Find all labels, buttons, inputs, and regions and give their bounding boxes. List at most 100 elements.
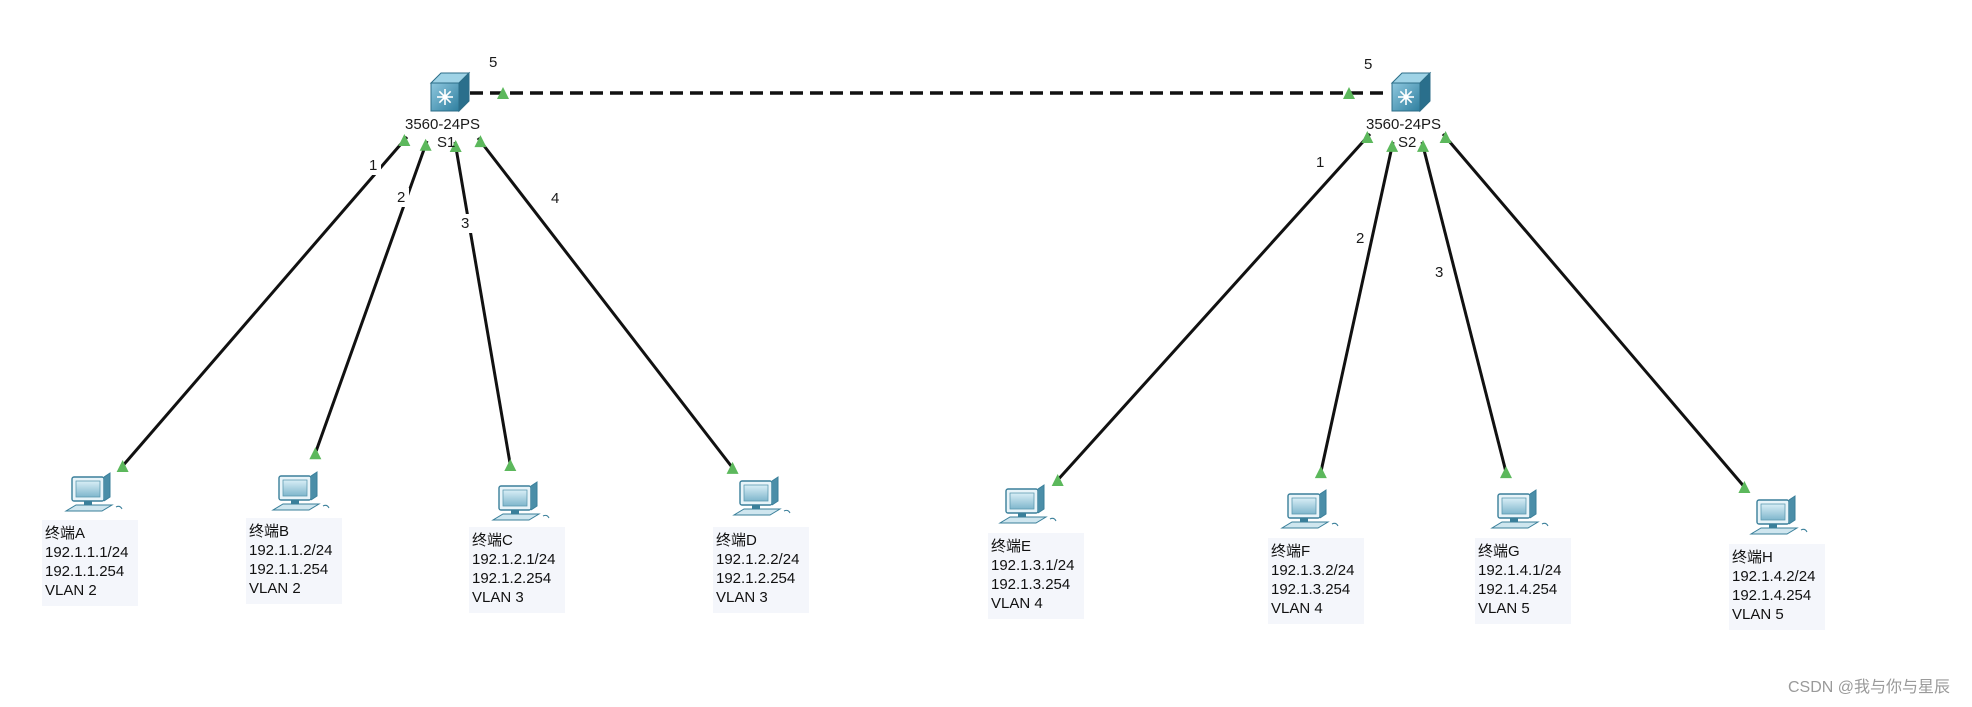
port-number-bg xyxy=(393,188,409,207)
terminal-gateway: 192.1.4.254 xyxy=(1478,581,1557,598)
terminal-h[interactable] xyxy=(1749,495,1808,535)
pc-icon xyxy=(491,481,550,521)
terminal-gateway: 192.1.4.254 xyxy=(1732,587,1811,604)
link-status-indicator xyxy=(726,461,739,474)
terminal-gateway: 192.1.2.254 xyxy=(716,570,795,587)
access-link xyxy=(1318,141,1395,477)
link-status-indicator xyxy=(419,138,432,151)
terminal-name: 终端D xyxy=(716,532,757,549)
terminal-ip: 192.1.2.1/24 xyxy=(472,551,555,568)
terminal-vlan: VLAN 2 xyxy=(249,580,301,597)
link-status-indicator xyxy=(1051,474,1064,487)
link-status-indicator xyxy=(1343,87,1355,99)
terminal-ip: 192.1.1.2/24 xyxy=(249,542,332,559)
terminal-g[interactable] xyxy=(1490,489,1549,529)
port-number: 2 xyxy=(1356,230,1364,247)
access-link xyxy=(476,137,737,472)
terminal-ip: 192.1.2.2/24 xyxy=(716,551,799,568)
terminal-e[interactable] xyxy=(998,484,1057,524)
terminal-vlan: VLAN 5 xyxy=(1732,606,1784,623)
terminal-label-bg xyxy=(1729,544,1825,630)
terminal-label-bg xyxy=(1475,538,1571,624)
port-number: 1 xyxy=(369,157,377,174)
pc-icon xyxy=(1749,495,1808,535)
terminal-gateway: 192.1.1.254 xyxy=(45,563,124,580)
trunk-port-number: 5 xyxy=(489,54,497,71)
link-status-indicator xyxy=(1386,139,1399,152)
link-status-indicator xyxy=(1361,130,1374,143)
port-number: 3 xyxy=(1435,264,1443,281)
link-status-layer xyxy=(116,87,1751,493)
switch-name-label: S1 xyxy=(437,134,455,151)
terminal-name: 终端G xyxy=(1478,543,1520,560)
terminal-b[interactable] xyxy=(271,471,330,511)
switch-model-label: 3560-24PS xyxy=(405,116,480,133)
access-link xyxy=(118,136,409,470)
port-number: 2 xyxy=(397,189,405,206)
pc-icon xyxy=(271,471,330,511)
terminal-gateway: 192.1.2.254 xyxy=(472,570,551,587)
terminal-vlan: VLAN 3 xyxy=(716,589,768,606)
link-status-indicator xyxy=(1500,466,1513,479)
access-link xyxy=(312,140,429,458)
port-number-bg xyxy=(365,156,381,175)
terminal-ip: 192.1.4.1/24 xyxy=(1478,562,1561,579)
terminal-name: 终端E xyxy=(991,538,1031,555)
watermark-text: CSDN @我与你与星辰 xyxy=(1787,679,1950,696)
terminal-name: 终端H xyxy=(1732,549,1773,566)
port-number-bg xyxy=(1431,263,1447,282)
terminal-gateway: 192.1.1.254 xyxy=(249,561,328,578)
terminal-ip: 192.1.1.1/24 xyxy=(45,544,128,561)
link-status-indicator xyxy=(1314,466,1327,479)
terminal-vlan: VLAN 4 xyxy=(1271,600,1323,617)
terminal-label-bg xyxy=(469,527,565,613)
terminal-name: 终端A xyxy=(45,525,85,542)
terminal-ip: 192.1.4.2/24 xyxy=(1732,568,1815,585)
access-link xyxy=(1420,141,1509,477)
pc-icon xyxy=(1280,489,1339,529)
terminal-d[interactable] xyxy=(732,476,791,516)
terminal-vlan: VLAN 3 xyxy=(472,589,524,606)
access-link xyxy=(1441,133,1749,491)
terminal-gateway: 192.1.3.254 xyxy=(991,576,1070,593)
port-number-bg xyxy=(547,189,563,208)
port-number-bg xyxy=(1312,153,1328,172)
terminal-vlan: VLAN 2 xyxy=(45,582,97,599)
terminal-c[interactable] xyxy=(491,481,550,521)
terminal-label-bg xyxy=(988,533,1084,619)
terminal-vlan: VLAN 5 xyxy=(1478,600,1530,617)
port-number: 3 xyxy=(461,215,469,232)
link-status-indicator xyxy=(504,459,517,472)
terminal-label-bg xyxy=(713,527,809,613)
terminal-gateway: 192.1.3.254 xyxy=(1271,581,1350,598)
pc-icon xyxy=(732,476,791,516)
port-number-bg xyxy=(1352,229,1368,248)
link-status-indicator xyxy=(1738,480,1751,493)
terminal-f[interactable] xyxy=(1280,489,1339,529)
terminal-label-bg xyxy=(246,518,342,604)
access-link xyxy=(1053,132,1372,485)
pc-icon xyxy=(998,484,1057,524)
terminal-name: 终端C xyxy=(472,532,513,549)
switch-model-label: 3560-24PS xyxy=(1366,116,1441,133)
link-status-indicator xyxy=(1416,139,1429,152)
terminal-a[interactable] xyxy=(64,472,123,512)
link-status-indicator xyxy=(474,135,487,148)
link-status-indicator xyxy=(497,87,509,99)
pc-icon xyxy=(1490,489,1549,529)
terminal-ip: 192.1.3.1/24 xyxy=(991,557,1074,574)
links-layer xyxy=(118,91,1749,491)
switch-name-label: S2 xyxy=(1398,134,1416,151)
link-status-indicator xyxy=(116,459,129,472)
access-link xyxy=(453,141,513,470)
port-number: 1 xyxy=(1316,154,1324,171)
terminal-label-bg xyxy=(42,520,138,606)
link-status-indicator xyxy=(449,139,462,152)
link-status-indicator xyxy=(309,447,322,460)
pc-icon xyxy=(64,472,123,512)
